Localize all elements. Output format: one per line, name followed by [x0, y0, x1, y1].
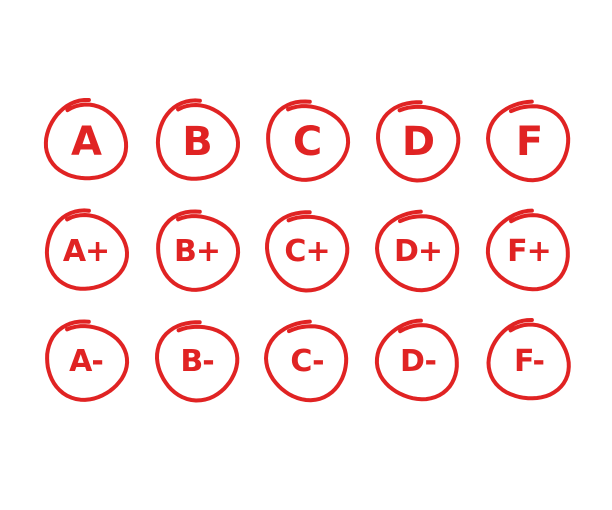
circle-mark-icon	[486, 318, 571, 401]
grade-badge: A-	[38, 316, 134, 408]
grade-label: D	[401, 119, 435, 165]
circle-mark-icon	[265, 210, 350, 293]
grade-badge: C+	[259, 206, 355, 298]
grade-badge: C	[259, 96, 355, 188]
circle-mark-icon	[485, 208, 570, 292]
grade-label: B+	[173, 234, 221, 269]
circle-mark-icon	[376, 100, 461, 183]
grade-badge: F+	[481, 206, 577, 298]
circle-mark-icon	[155, 320, 240, 403]
grade-label: B-	[180, 344, 214, 379]
circle-mark-icon	[155, 98, 240, 181]
grade-badge: F	[481, 96, 577, 188]
grade-badge: F-	[481, 316, 577, 408]
grade-badge: B+	[149, 206, 245, 298]
grade-label: C	[292, 119, 322, 165]
grade-label: A+	[62, 234, 110, 269]
grade-badge: A+	[38, 206, 134, 298]
grade-label: C+	[284, 234, 330, 269]
grade-label: A-	[69, 344, 104, 379]
grade-label: D+	[393, 234, 443, 269]
grade-badge: B-	[149, 316, 245, 408]
circle-mark-icon	[486, 99, 571, 183]
grade-label: C-	[290, 344, 324, 379]
circle-mark-icon	[264, 319, 349, 403]
grade-badge: D+	[370, 206, 466, 298]
grade-badge: C-	[259, 316, 355, 408]
circle-mark-icon	[44, 208, 129, 291]
grade-badge: D	[370, 96, 466, 188]
grade-label: F-	[513, 344, 545, 379]
grade-label: A	[71, 119, 102, 165]
grade-badge: A	[38, 96, 134, 188]
circle-mark-icon	[266, 99, 351, 182]
circle-mark-icon	[45, 319, 130, 402]
grade-badge: D-	[370, 316, 466, 408]
circle-mark-icon	[43, 98, 129, 181]
grade-label: D-	[400, 344, 437, 379]
grade-label: F+	[507, 234, 552, 269]
circle-mark-icon	[156, 209, 241, 292]
grade-label: F	[515, 119, 543, 165]
circle-mark-icon	[375, 209, 460, 293]
grade-badge: B	[149, 96, 245, 188]
grade-label: B	[182, 119, 213, 165]
circle-mark-icon	[374, 318, 459, 402]
